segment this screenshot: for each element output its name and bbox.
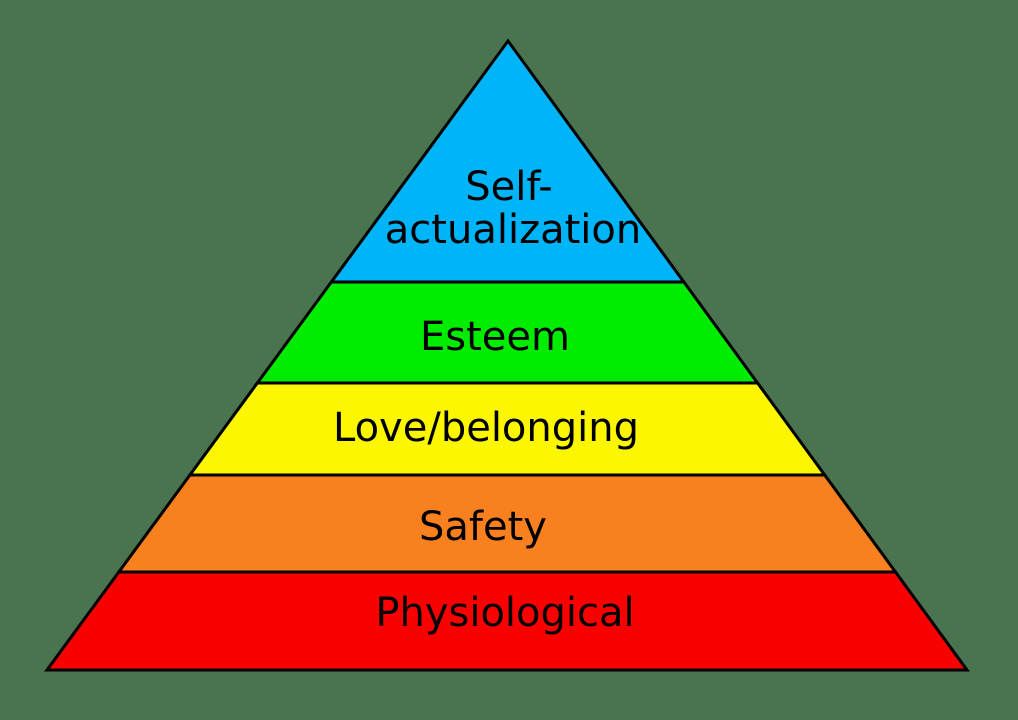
pyramid-level-label-esteem: Esteem (420, 314, 570, 360)
pyramid-level-label-love-belonging: Love/belonging (333, 405, 639, 451)
pyramid-level-physiological (44, 570, 970, 672)
pyramid-level-label-self-actualization-line1: Self- (465, 164, 552, 210)
pyramid-level-label-physiological: Physiological (375, 590, 634, 636)
pyramid-level-label-safety: Safety (419, 504, 547, 550)
pyramid-level-label-self-actualization-line2: actualization (385, 207, 641, 253)
